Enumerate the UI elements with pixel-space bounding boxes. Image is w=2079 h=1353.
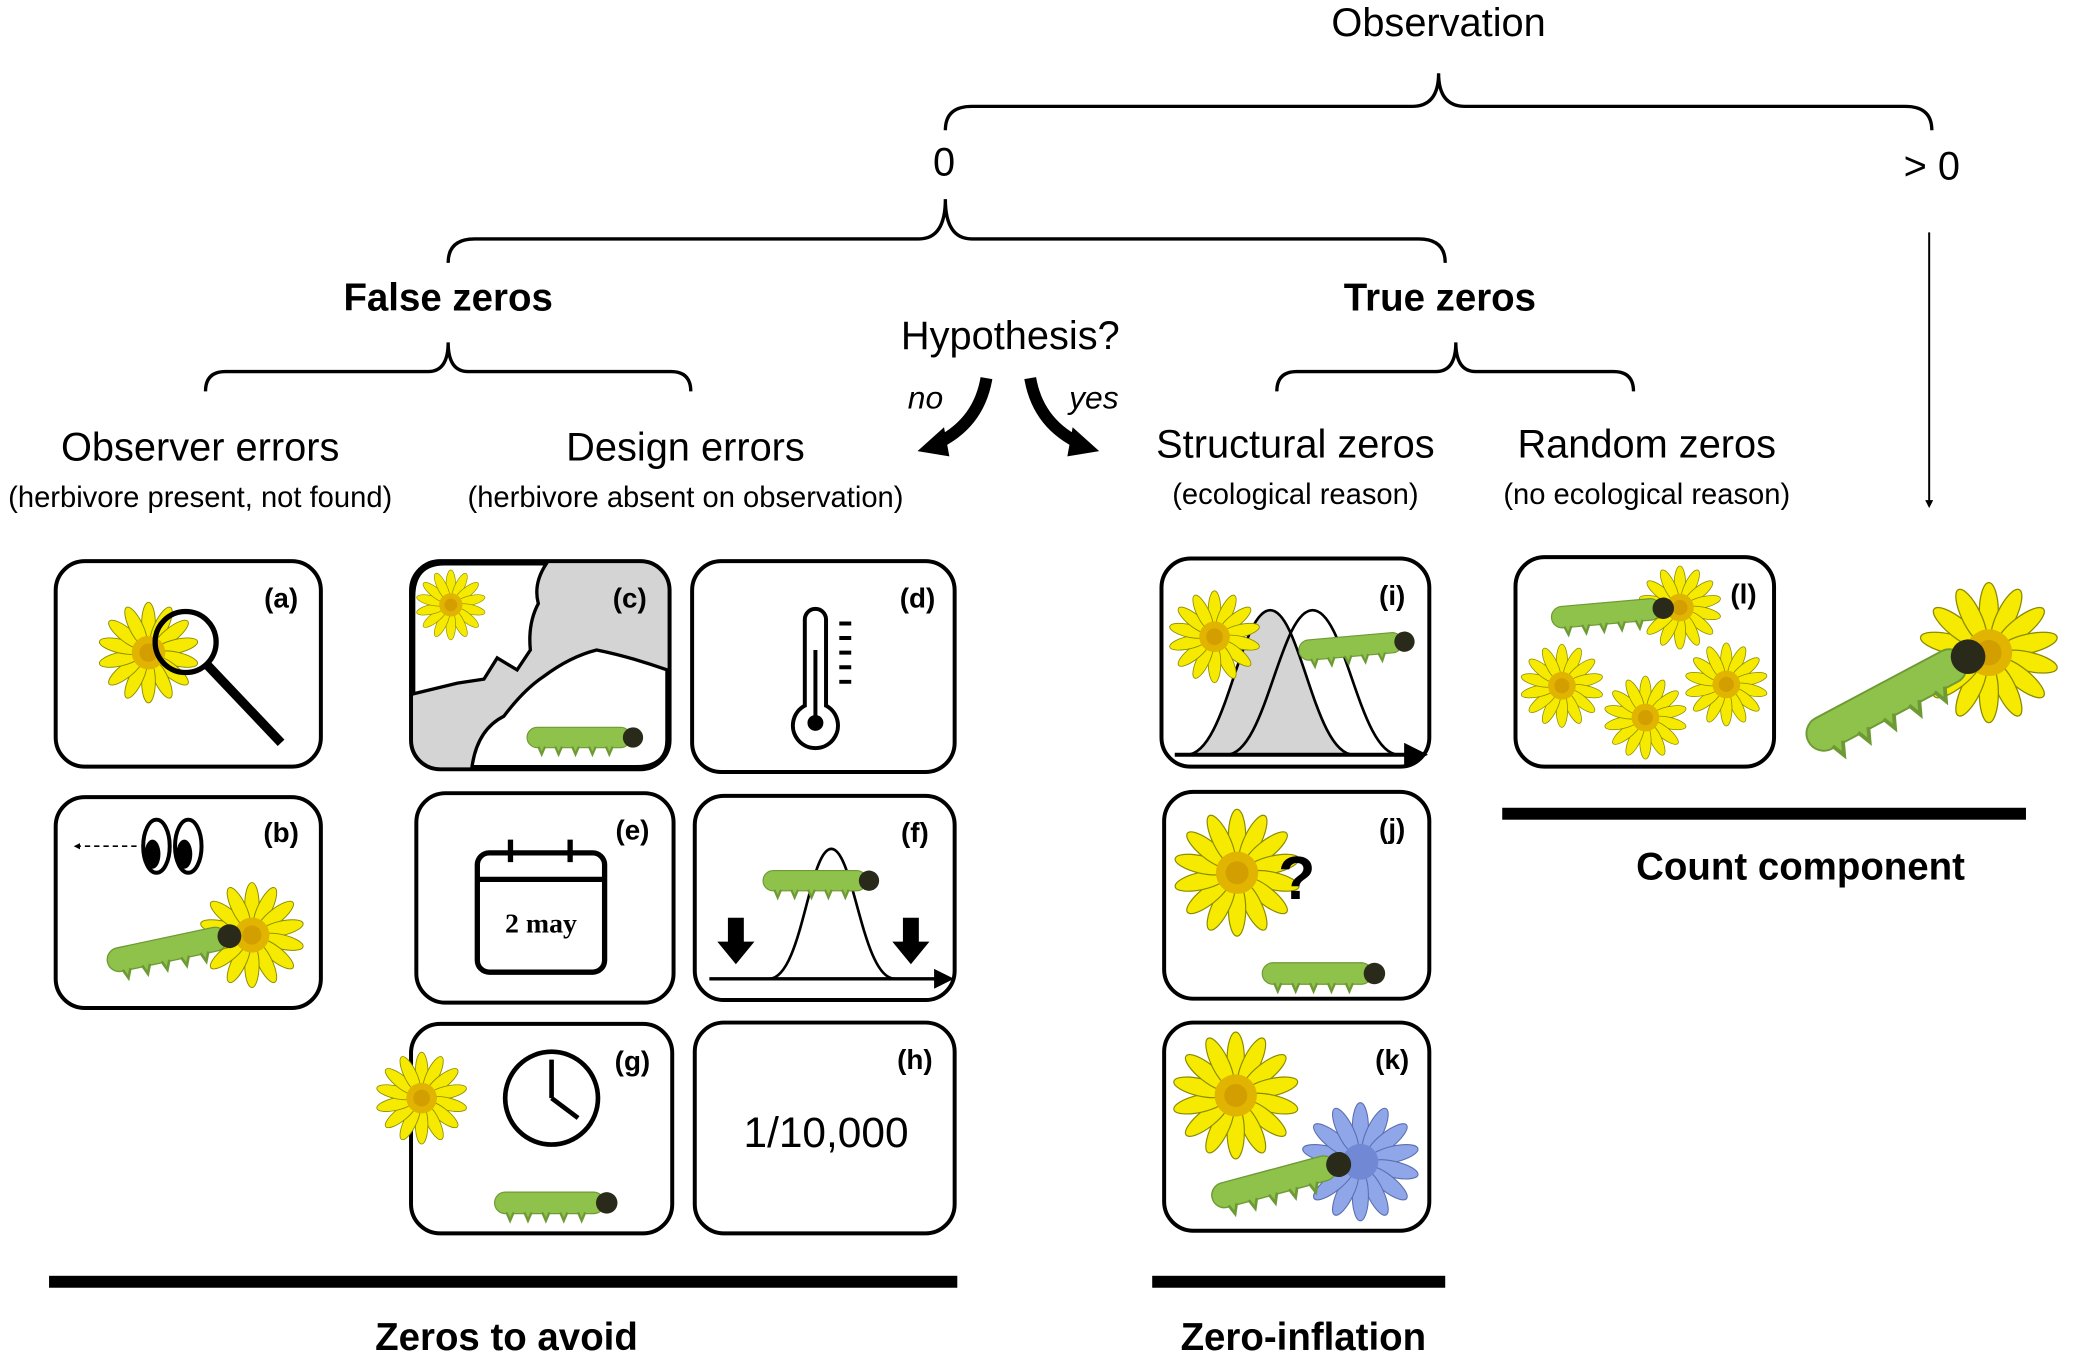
yes-arrowhead xyxy=(1067,427,1100,457)
host-distribution-curve xyxy=(1186,608,1354,757)
zero-brace xyxy=(446,199,1447,263)
observer-errors-title: Observer errors xyxy=(61,425,339,469)
panel-f: (f) xyxy=(692,793,957,1003)
down-arrow-icon xyxy=(892,917,930,965)
observation-brace xyxy=(943,73,1934,131)
hypothesis-yes: yes xyxy=(1067,380,1119,416)
panel-label-h: (h) xyxy=(897,1044,933,1075)
zero-inflation-bar xyxy=(1152,1275,1446,1288)
panel-c: (c) xyxy=(409,559,672,772)
structural-zeros-title: Structural zeros xyxy=(1156,423,1434,467)
panel-d: (d) xyxy=(690,559,957,774)
zero-inflation-label: Zero-inflation xyxy=(1181,1316,1427,1353)
zero-label: 0 xyxy=(933,140,955,184)
calendar-icon: 2 may xyxy=(474,839,608,975)
panel-label-c: (c) xyxy=(613,583,647,614)
zeros-to-avoid-label: Zeros to avoid xyxy=(375,1316,638,1353)
positive-label: > 0 xyxy=(1904,144,1960,188)
zeros-to-avoid-bar xyxy=(49,1275,958,1288)
panel-label-f: (f) xyxy=(901,817,929,848)
panel-e: 2 may (e) xyxy=(414,791,676,1005)
clock-icon xyxy=(502,1049,601,1147)
panel-label-i: (i) xyxy=(1379,580,1405,611)
panel-label-j: (j) xyxy=(1379,813,1405,844)
panel-label-l: (l) xyxy=(1730,579,1756,610)
false-zeros-label: False zeros xyxy=(343,277,552,320)
random-zeros-title: Random zeros xyxy=(1517,423,1776,467)
question-mark-icon: ? xyxy=(1278,844,1315,912)
thermometer-icon xyxy=(790,606,852,751)
calendar-date: 2 may xyxy=(505,908,577,939)
count-component-bar xyxy=(1502,807,2026,820)
panel-label-k: (k) xyxy=(1375,1044,1409,1075)
structural-zeros-subtitle: (ecological reason) xyxy=(1172,479,1418,511)
observer-errors-subtitle: (herbivore present, not found) xyxy=(8,482,392,514)
down-arrow-icon xyxy=(717,917,755,965)
panel-b: (b) xyxy=(53,795,323,1010)
panel-a: (a) xyxy=(53,559,323,769)
panel-g: (g) xyxy=(374,1021,675,1236)
panel-label-a: (a) xyxy=(264,583,298,614)
true-zeros-label: True zeros xyxy=(1344,277,1536,320)
abundance-curve xyxy=(768,847,896,981)
count-component-label: Count component xyxy=(1636,845,1965,888)
panel-i: (i) xyxy=(1159,556,1432,769)
no-arrowhead xyxy=(917,427,950,457)
panel-label-g: (g) xyxy=(615,1045,651,1076)
panel-j: ? (j) xyxy=(1162,789,1432,1001)
panel-label-d: (d) xyxy=(900,583,936,614)
herbivore-distribution-curve xyxy=(1226,608,1400,757)
observation-label: Observation xyxy=(1331,1,1545,45)
magnifier-icon xyxy=(152,608,285,746)
false-zeros-brace xyxy=(203,342,693,392)
hypothesis-no: no xyxy=(908,380,943,416)
panel-label-b: (b) xyxy=(263,817,299,848)
true-zeros-brace xyxy=(1275,342,1636,392)
panel-h: 1/10,000 (h) xyxy=(692,1020,957,1236)
eyes-icon xyxy=(141,817,204,875)
panel-k: (k) xyxy=(1162,1020,1432,1233)
hypothesis-label: Hypothesis? xyxy=(901,314,1120,358)
panel-label-e: (e) xyxy=(615,815,649,846)
rarity-value: 1/10,000 xyxy=(743,1109,908,1156)
design-errors-title: Design errors xyxy=(566,425,805,469)
random-zeros-subtitle: (no ecological reason) xyxy=(1503,479,1790,511)
design-errors-subtitle: (herbivore absent on observation) xyxy=(467,482,903,514)
panel-l: (l) xyxy=(1513,555,1777,769)
